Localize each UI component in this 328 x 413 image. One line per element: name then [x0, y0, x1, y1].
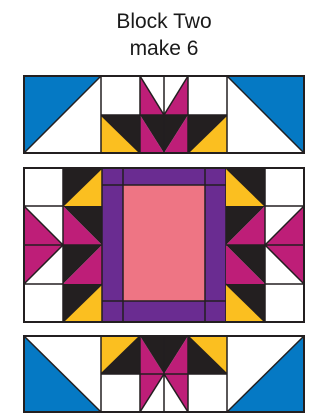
top-left-corner-unit	[24, 76, 101, 153]
top-strip	[24, 76, 304, 153]
pink-center-square	[123, 185, 205, 301]
middle-right-star-points	[226, 168, 304, 322]
bottom-left-corner-unit	[24, 336, 101, 412]
middle-left-star-points	[24, 168, 102, 322]
middle-row	[24, 168, 304, 322]
bottom-right-corner-unit	[227, 336, 304, 412]
center-framed-square	[102, 168, 226, 322]
bottom-strip	[24, 336, 304, 412]
top-right-corner-unit	[227, 76, 304, 153]
